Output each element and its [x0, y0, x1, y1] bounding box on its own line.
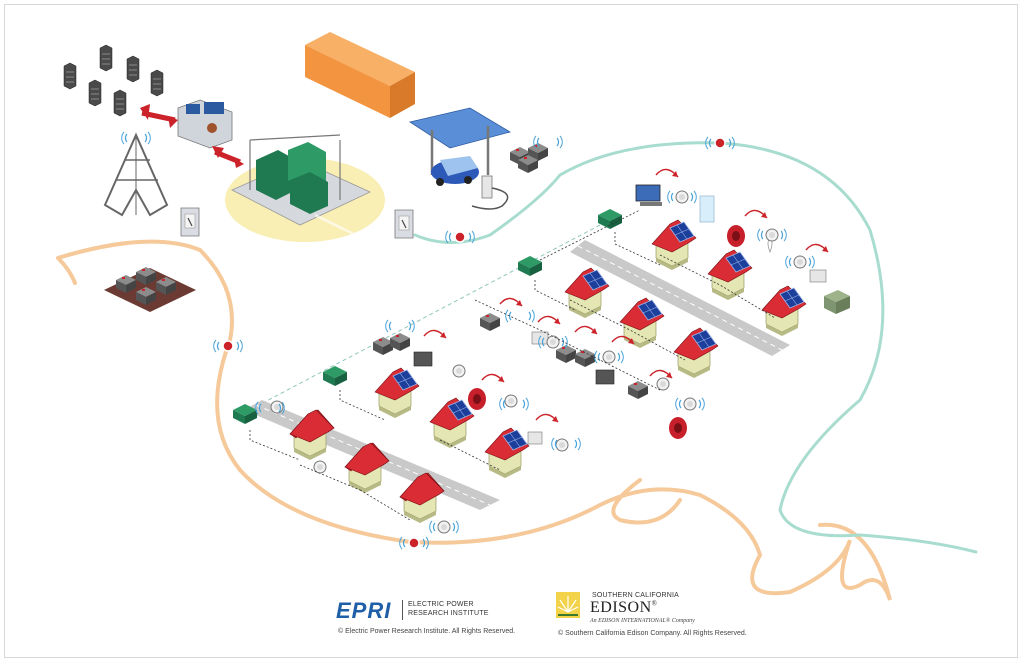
house-with-solar-icon [429, 397, 475, 449]
smart-meter-icon [602, 350, 616, 364]
sce-name: EDISON® [590, 599, 658, 617]
epri-divider [402, 600, 403, 620]
water-heater-icon [468, 388, 486, 410]
house-with-solar-icon [673, 327, 719, 379]
neighborhood-left-dashed-links [249, 390, 501, 521]
battery-storage-icon [628, 381, 648, 399]
house-with-solar-icon [564, 267, 610, 319]
grid-battery-bank [104, 267, 196, 312]
smart-meter-icon [546, 335, 560, 349]
battery-storage-icon [575, 349, 595, 367]
house-with-solar-icon [374, 367, 420, 419]
smart-meter-icon [675, 190, 689, 204]
epri-name-line2: RESEARCH INSTITUTE [408, 610, 489, 617]
arrow-icon [655, 168, 679, 178]
sce-name-text: EDISON [590, 599, 652, 616]
epri-name: ELECTRIC POWER RESEARCH INSTITUTE [408, 600, 528, 618]
arrow-icon [805, 243, 829, 253]
smart-meter-icon [504, 394, 518, 408]
battery-storage-icon [510, 135, 563, 173]
right-neighborhood-outer-dashed [474, 209, 661, 391]
arrow-icon [744, 209, 768, 219]
office-building-icon [305, 32, 415, 246]
pad-mount-transformer-icon [598, 209, 622, 229]
neighborhood-right-dashed-links [534, 232, 776, 361]
switch-box-right [394, 209, 414, 239]
image-frame [4, 4, 1018, 658]
smart-meter-icon [270, 400, 284, 414]
communication-line [413, 141, 978, 554]
dashed-link [239, 224, 601, 416]
house-with-solar-icon [761, 285, 807, 337]
epri-logo: EPRI [336, 598, 392, 623]
smart-meter-icon [765, 228, 779, 242]
control-center-icon [177, 99, 233, 149]
battery-storage-icon [556, 345, 576, 363]
arrow-icon [537, 315, 561, 325]
smart-meter-icon [683, 397, 697, 411]
epri-logo-block: EPRI ELECTRIC POWER RESEARCH INSTITUTE ©… [336, 598, 536, 642]
registered-mark: ® [651, 599, 658, 608]
switch-box-left [180, 207, 200, 237]
sce-copyright: © Southern California Edison Company. Al… [558, 630, 747, 637]
house-with-solar-icon [484, 427, 530, 479]
sce-small-caps: SOUTHERN CALIFORNIA [592, 592, 680, 599]
battery-storage-icon [480, 313, 500, 331]
smart-meter-icon [555, 438, 569, 452]
epri-copyright: © Electric Power Research Institute. All… [338, 628, 516, 635]
smart-meter-icon [793, 255, 807, 269]
ev-charging-station-icon [408, 107, 512, 210]
sce-logo-block: SOUTHERN CALIFORNIA EDISON® An EDISON IN… [556, 588, 776, 644]
water-heater-icon [669, 417, 687, 439]
thermostat-icon [595, 369, 615, 385]
thermostat-icon [413, 351, 433, 367]
sensor-node-icon [214, 340, 243, 352]
distribution-line [56, 239, 892, 601]
thermostat-icon [809, 269, 827, 283]
arrow-icon [574, 325, 598, 335]
sun-icon [556, 592, 580, 618]
radio-tower-icon [103, 131, 169, 217]
arrow-icon [423, 329, 447, 339]
hvac-unit-icon [824, 290, 850, 314]
substation-icon [225, 134, 385, 242]
pad-mount-transformer-icon [518, 256, 542, 276]
neighborhood-left [233, 319, 581, 534]
arrow-icon [499, 297, 523, 307]
house-with-solar-icon [707, 249, 753, 301]
road-right [570, 240, 790, 356]
smart-meter-icon [656, 377, 670, 391]
arrow-icon [649, 369, 673, 379]
arrow-icon [481, 373, 505, 383]
arrow-icon [535, 413, 559, 423]
sce-subline: An EDISON INTERNATIONAL® Company [590, 618, 695, 624]
computer-icon [635, 184, 661, 202]
neighborhood-right [480, 168, 850, 439]
house-with-solar-icon [651, 219, 697, 271]
epri-name-line1: ELECTRIC POWER [408, 601, 474, 608]
thermostat-icon [527, 431, 543, 445]
water-heater-icon [727, 225, 745, 247]
window-icon [699, 195, 715, 223]
smart-meter-icon [437, 520, 451, 534]
computer-keyboard [640, 202, 662, 206]
smart-meter-icon [452, 364, 466, 378]
house-with-solar-icon [619, 297, 665, 349]
